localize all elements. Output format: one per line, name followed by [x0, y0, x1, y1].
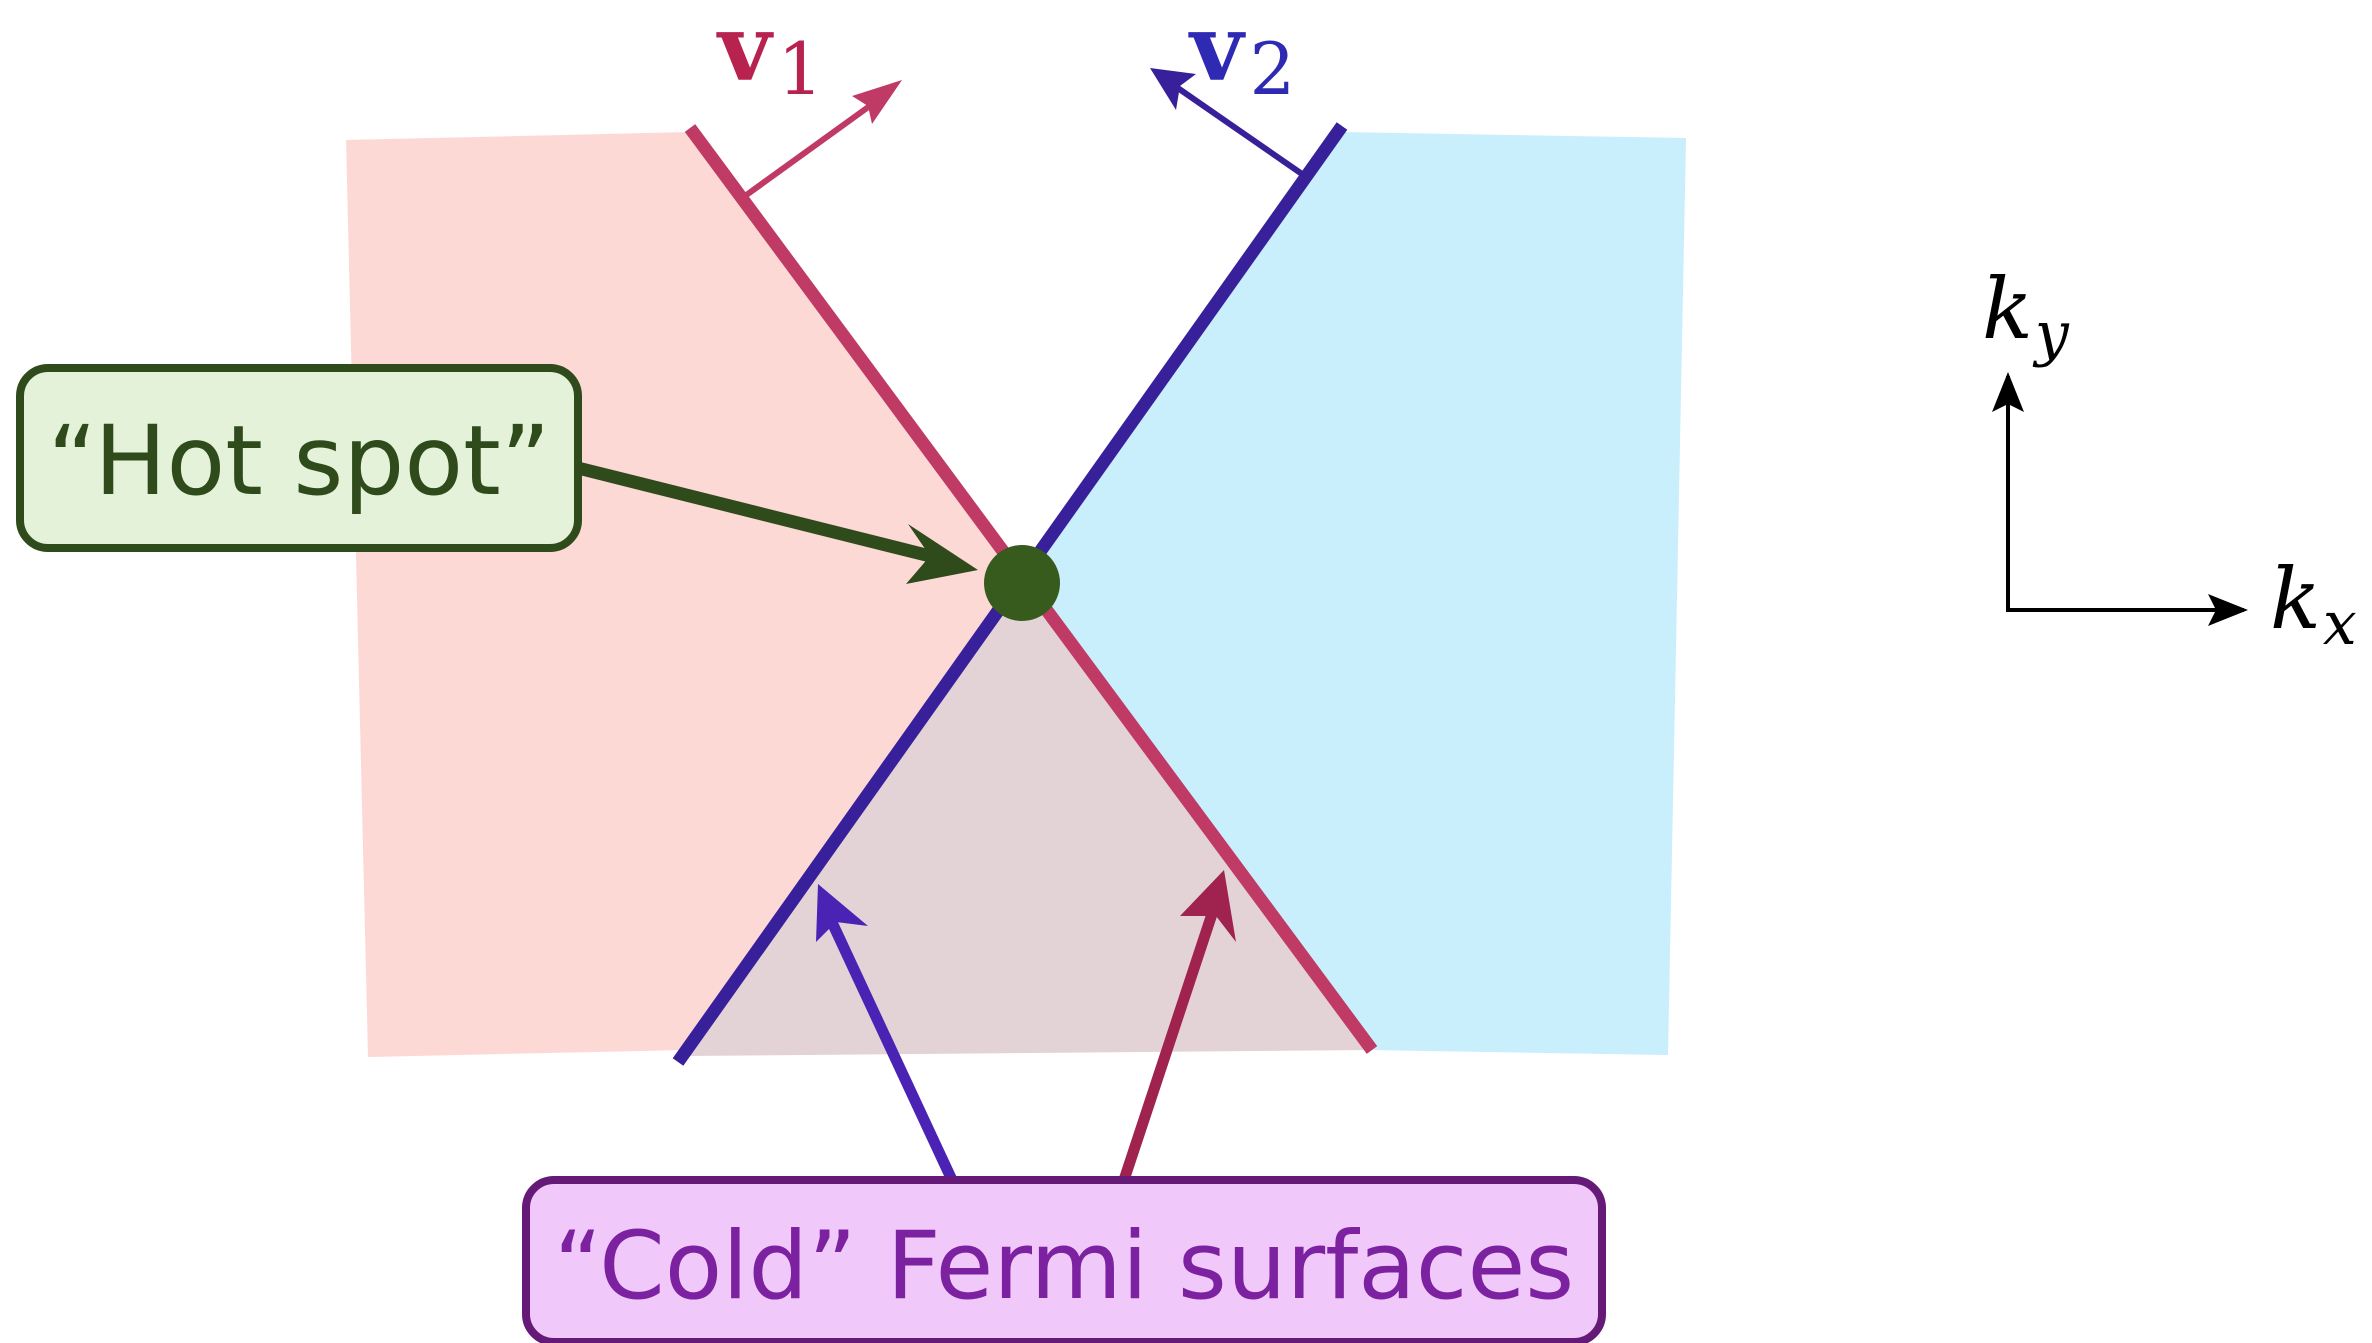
overlap-region — [685, 578, 1370, 1056]
blue-region — [1020, 132, 1686, 1055]
v2-main: v — [1188, 0, 1246, 102]
cold-surfaces-label: “Cold” Fermi surfaces — [554, 1212, 1575, 1321]
hot-spot-label: “Hot spot” — [48, 405, 551, 517]
kx-main: k — [2270, 550, 2321, 648]
axes — [1992, 372, 2248, 626]
ky-main: k — [1982, 260, 2033, 358]
kx-label: kx — [2270, 550, 2357, 659]
hot-spot-arrow — [576, 461, 978, 584]
pink-region — [346, 132, 1020, 1057]
v1-sub: 1 — [777, 27, 823, 111]
hot-spot-box — [16, 364, 582, 552]
hot-spot-dot — [984, 545, 1060, 621]
kx-sub: x — [2323, 589, 2357, 659]
cold-arrow-red — [1118, 870, 1236, 1182]
ky-label: ky — [1982, 260, 2070, 369]
ky-sub: y — [2032, 299, 2070, 369]
cold-surfaces-box — [522, 1176, 1606, 1343]
v1-main: v — [716, 0, 774, 102]
v1-label: v1 — [716, 0, 823, 111]
v2-label: v2 — [1188, 0, 1295, 111]
v2-sub: 2 — [1249, 27, 1295, 111]
v1-arrow — [743, 80, 902, 199]
cold-arrow-blue — [816, 884, 957, 1183]
v2-arrow — [1150, 68, 1304, 177]
